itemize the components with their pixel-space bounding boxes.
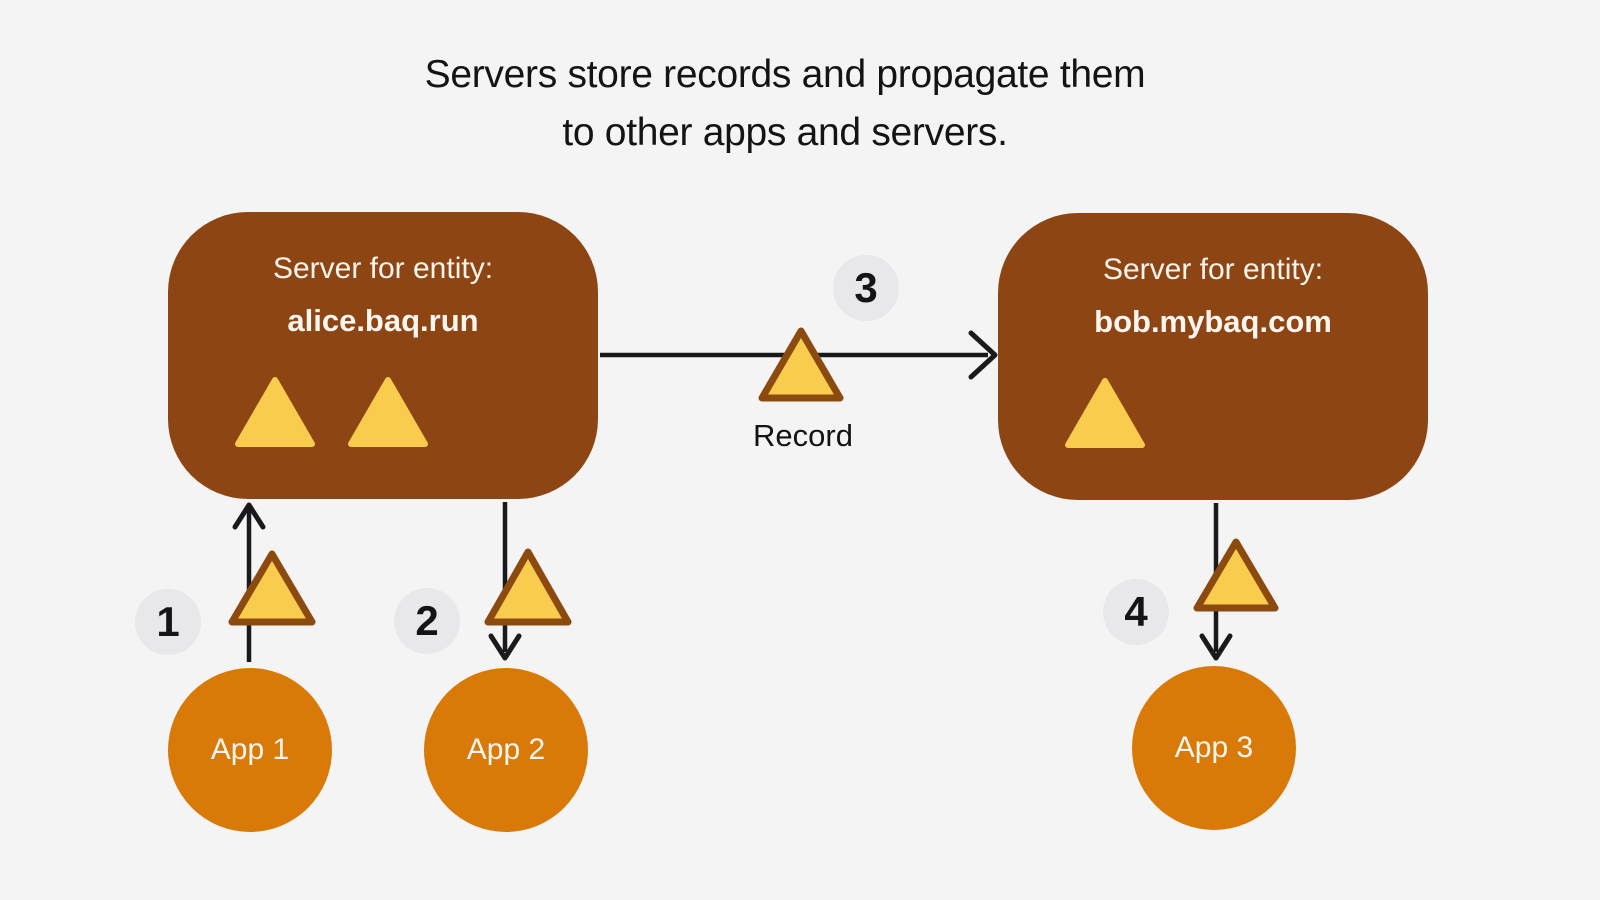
step-badge-3: 3: [833, 255, 899, 321]
server-label: Server for entity:: [1102, 253, 1324, 286]
record-icon: [228, 550, 316, 626]
title-line-1: Servers store records and propagate them: [424, 53, 1146, 96]
step-badge-1: 1: [135, 589, 201, 655]
app-1-label: App 1: [210, 733, 290, 766]
app-2-node: App 2: [424, 668, 588, 832]
arrow-right-icon: [968, 330, 998, 380]
title-line-2: to other apps and servers.: [562, 111, 1008, 154]
server-label: Server for entity:: [272, 252, 494, 285]
record-label: Record: [753, 418, 853, 453]
step-badge-2: 2: [394, 588, 460, 654]
app-3-label: App 3: [1174, 731, 1254, 764]
record-icon: [235, 377, 315, 447]
app-1-node: App 1: [168, 668, 332, 832]
arrow-down-icon: [1199, 633, 1233, 661]
record-icon: [758, 327, 844, 402]
arrow-down-icon: [488, 633, 522, 661]
record-icon: [484, 548, 572, 626]
step-badge-4: 4: [1103, 579, 1169, 645]
record-icon: [1065, 378, 1145, 448]
record-icon: [1193, 538, 1279, 612]
server-domain-bob: bob.mybaq.com: [1094, 304, 1332, 339]
diagram-title: Servers store records and propagate them…: [0, 46, 1570, 162]
arrow-up-icon: [232, 502, 266, 530]
server-box-alice: Server for entity: alice.baq.run: [168, 212, 598, 499]
record-icon: [348, 377, 428, 447]
app-2-label: App 2: [466, 733, 546, 766]
server-box-bob: Server for entity: bob.mybaq.com: [998, 213, 1428, 500]
server-domain-alice: alice.baq.run: [287, 303, 479, 338]
app-3-node: App 3: [1132, 666, 1296, 830]
